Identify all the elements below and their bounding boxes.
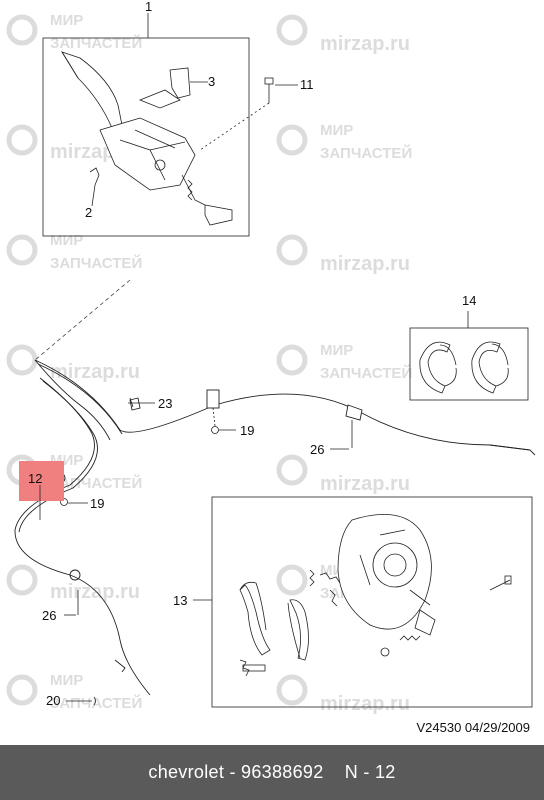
callout-13: 13 (173, 593, 187, 608)
clip-23-icon (128, 397, 137, 408)
watermark-text: МИР (320, 122, 353, 139)
brake-shoe-kit-group (409, 311, 529, 401)
pivot-icon (154, 159, 166, 171)
cap-icon (380, 647, 390, 657)
cable-group (14, 359, 536, 696)
cable-bracket-icon (345, 404, 363, 421)
leader-line (91, 184, 96, 207)
watermark-text: mirzap.ru (320, 33, 410, 55)
footer-brand: chevrolet (148, 762, 225, 782)
clip-20-icon (93, 696, 96, 706)
watermark-text: mirzap.ru (50, 361, 140, 383)
cable-end (489, 444, 536, 456)
callout-19: 19 (90, 496, 104, 511)
watermark-text: МИР (50, 672, 83, 689)
screw-icon (89, 167, 100, 186)
spring-icon (319, 572, 341, 584)
watermark-text: ЗАПЧАСТЕЙ (320, 364, 412, 382)
callout-1: 1 (145, 0, 152, 14)
front-cable-line (14, 377, 151, 696)
watermark-text: ЗАПЧАСТЕЙ (50, 34, 142, 52)
cable-sheath (34, 359, 111, 441)
bolt-head-icon (264, 77, 274, 85)
footer-position: N - 12 (344, 762, 396, 782)
brake-shoe-outline (491, 343, 509, 387)
cable-clip-icon (69, 569, 81, 581)
callout-20: 20 (46, 693, 60, 708)
watermark-text: ЗАПЧАСТЕЙ (320, 144, 412, 162)
footer-separator: - (224, 762, 242, 782)
watermark-text: mirzap.ru (320, 253, 410, 275)
leader-line (212, 407, 216, 427)
brake-shoe-outline (287, 602, 301, 659)
front-cable-line-inner (18, 380, 98, 533)
lever-bracket-icon (99, 117, 196, 191)
brake-shoe-icon (289, 599, 309, 661)
spring-icon (329, 589, 338, 607)
leader-line (199, 102, 270, 151)
cable-rod-icon (181, 174, 206, 206)
cable-bracket-icon (129, 397, 141, 411)
brake-assembly-group (193, 496, 533, 708)
callout-2: 2 (85, 205, 92, 220)
callout-23: 23 (158, 396, 172, 411)
rear-cable-line (34, 359, 531, 451)
highlight-12 (19, 461, 64, 501)
adjuster-icon (242, 664, 266, 672)
watermark-text: mirzap.ru (320, 693, 410, 715)
fastener-group (60, 397, 353, 706)
parts-diagram: МИР ЗАПЧАСТЕЙ mirzap.ru mirzap.ru МИР ЗА… (6, 0, 536, 715)
footer-bar: chevrolet - 96388692 N - 12 (0, 745, 544, 800)
footer-separator (324, 762, 345, 783)
spring-icon (399, 635, 421, 641)
watermark-text: МИР (320, 342, 353, 359)
callout-3: 3 (208, 74, 215, 89)
backing-plate-icon (337, 514, 432, 630)
lever-assembly-frame (42, 37, 250, 237)
clip-icon (169, 67, 191, 99)
watermark-text: МИР (50, 12, 83, 29)
watermark-text: mirzap.ru (50, 581, 140, 603)
brake-shoe-icon (471, 341, 501, 394)
clip-outline (138, 89, 181, 109)
assembly-link-line (34, 279, 131, 361)
bolt-head-icon (504, 575, 512, 585)
brake-assembly-frame (211, 496, 533, 708)
spring-icon (239, 659, 250, 677)
cable-end (114, 659, 126, 673)
watermark-text: mirzap.ru (320, 473, 410, 495)
watermark-text: ЗАПЧАСТЕЙ (50, 694, 142, 712)
backing-plate-tab (414, 609, 436, 636)
backing-plate-hub (372, 542, 418, 588)
callout-26: 26 (310, 442, 324, 457)
backing-plate-detail (359, 529, 431, 606)
lever-handle-icon (61, 51, 123, 129)
spring-icon (309, 569, 315, 587)
shoe-kit-frame (409, 327, 529, 401)
callout-19: 19 (240, 423, 254, 438)
brake-shoe-outline (239, 581, 267, 631)
spring-icon (187, 179, 193, 201)
brake-shoe-icon (239, 584, 271, 656)
nut-icon (211, 426, 219, 434)
callout-12: 12 (28, 471, 42, 486)
watermark-text: МИР (50, 232, 83, 249)
brake-shoe-icon (419, 341, 451, 394)
watermark-text: ЗАПЧАСТЕЙ (50, 254, 142, 272)
lever-assembly-group (42, 13, 250, 237)
callout-26: 26 (42, 608, 56, 623)
footer-part-number: 96388692 (241, 762, 324, 782)
equalizer-icon (204, 204, 233, 226)
lever-grip-line (61, 51, 79, 79)
callout-14: 14 (462, 293, 476, 308)
brake-shoe-outline (439, 344, 457, 387)
cable-bracket-icon (206, 389, 220, 409)
callout-11: 11 (300, 77, 314, 92)
backing-plate-center (383, 553, 407, 577)
rear-cable-line-inner (37, 363, 123, 435)
watermark-layer: МИР ЗАПЧАСТЕЙ mirzap.ru mirzap.ru МИР ЗА… (6, 12, 412, 715)
bolt-icon (489, 579, 511, 591)
bolt-11-group (199, 77, 298, 151)
drawing-reference: V24530 04/29/2009 (416, 720, 531, 735)
